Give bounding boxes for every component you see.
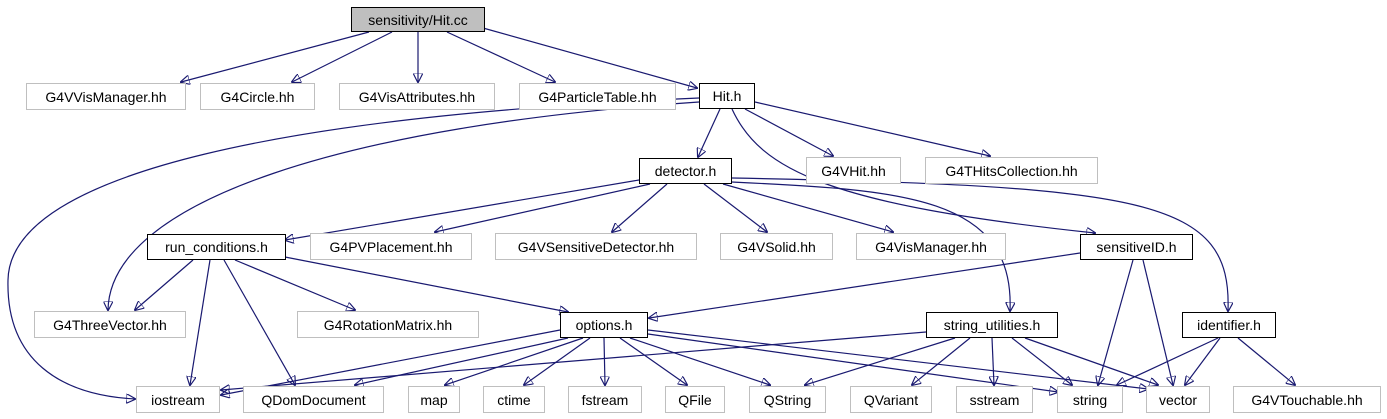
edge-rc-g4rotationmatrix — [234, 259, 355, 310]
node-qfile[interactable]: QFile — [665, 386, 725, 413]
node-vector[interactable]: vector — [1146, 386, 1210, 413]
edge-rc-optionsh — [284, 256, 568, 312]
edge-hith-iostream — [7, 97, 700, 399]
edge-id-string — [1117, 337, 1219, 385]
edge-hith-g4threevector — [108, 101, 700, 310]
node-map[interactable]: map — [408, 386, 460, 413]
edge-su-sstream — [992, 337, 994, 385]
edge-sid-string — [1098, 259, 1134, 385]
edge-det-g4vsolid — [703, 183, 767, 232]
node-g4vtouchable[interactable]: G4VTouchable.hh — [1233, 386, 1381, 413]
node-g4vismanager[interactable]: G4VisManager.hh — [856, 233, 1006, 260]
node-identifier-h[interactable]: identifier.h — [1182, 312, 1276, 338]
edge-su-vector — [1024, 337, 1158, 385]
edge-rc-iostream — [190, 259, 211, 385]
edge-sid-vector — [1142, 259, 1173, 385]
edge-opt-ctime — [524, 337, 591, 385]
edge-hitcc-g4circle — [292, 31, 393, 82]
node-sensitiveid-h[interactable]: sensitiveID.h — [1080, 234, 1193, 260]
edge-hitcc-g4vvismanager — [181, 31, 370, 82]
edge-det-stringutil — [731, 181, 1010, 311]
node-string-utilities-h[interactable]: string_utilities.h — [926, 312, 1058, 338]
edge-opt-qdomdocument — [355, 337, 569, 385]
node-detector-h[interactable]: detector.h — [639, 158, 732, 184]
edge-opt-fstream — [604, 337, 605, 385]
node-hit-h[interactable]: Hit.h — [699, 83, 755, 109]
node-iostream[interactable]: iostream — [136, 386, 220, 413]
node-g4vhit[interactable]: G4VHit.hh — [806, 157, 901, 184]
node-g4rotationmatrix[interactable]: G4RotationMatrix.hh — [297, 311, 479, 338]
edge-id-vector — [1185, 337, 1221, 385]
node-qstring[interactable]: QString — [749, 386, 826, 413]
edge-opt-qstring — [629, 337, 770, 385]
node-ctime[interactable]: ctime — [483, 386, 545, 413]
edge-opt-map — [445, 337, 584, 385]
node-fstream[interactable]: fstream — [568, 386, 642, 413]
edge-det-runcond — [285, 179, 640, 240]
node-sstream[interactable]: sstream — [956, 386, 1033, 413]
node-qdomdocument[interactable]: QDomDocument — [243, 386, 384, 413]
node-hit-cc[interactable]: sensitivity/Hit.cc — [351, 7, 485, 32]
edge-opt-vector — [647, 329, 1148, 389]
edge-rc-qdomdocument — [223, 259, 295, 385]
edge-hitcc-g4particletable — [446, 31, 555, 82]
node-g4thitscollection[interactable]: G4THitsCollection.hh — [925, 157, 1098, 184]
node-options-h[interactable]: options.h — [560, 312, 648, 338]
edge-det-g4pvplacement — [435, 183, 651, 232]
node-g4particletable[interactable]: G4ParticleTable.hh — [519, 83, 676, 110]
edge-det-g4vismanager — [722, 183, 893, 232]
edge-hitcc-hith — [482, 27, 697, 88]
node-g4vsolid[interactable]: G4VSolid.hh — [720, 233, 833, 260]
node-g4pvplacement[interactable]: G4PVPlacement.hh — [310, 233, 472, 260]
node-g4visattributes[interactable]: G4VisAttributes.hh — [339, 83, 495, 110]
edge-hith-g4vhit — [744, 108, 833, 156]
node-g4threevector[interactable]: G4ThreeVector.hh — [34, 311, 186, 338]
edge-opt-qfile — [619, 337, 687, 385]
node-string[interactable]: string — [1057, 386, 1123, 413]
edge-su-string — [1011, 337, 1072, 385]
edge-opt-string — [647, 333, 1058, 392]
edge-su-qstring — [805, 337, 956, 385]
node-g4vvismanager[interactable]: G4VVisManager.hh — [26, 83, 186, 110]
edge-hith-g4thitscollection — [754, 101, 990, 156]
edge-su-qvariant — [912, 337, 971, 385]
edge-opt-iostream — [221, 329, 561, 395]
node-run-conditions-h[interactable]: run_conditions.h — [147, 234, 286, 260]
edge-rc-g4threevector — [135, 259, 194, 310]
edge-hith-detectorh — [698, 108, 721, 157]
edge-id-g4vtouchable — [1237, 337, 1295, 385]
node-g4circle[interactable]: G4Circle.hh — [200, 83, 315, 110]
edge-det-g4vsensitivedetector — [612, 183, 668, 232]
edge-su-iostream — [221, 331, 927, 390]
node-qvariant[interactable]: QVariant — [850, 386, 932, 413]
edge-sid-optionsh — [649, 252, 1081, 318]
node-g4vsensitivedetector[interactable]: G4VSensitiveDetector.hh — [495, 233, 697, 260]
